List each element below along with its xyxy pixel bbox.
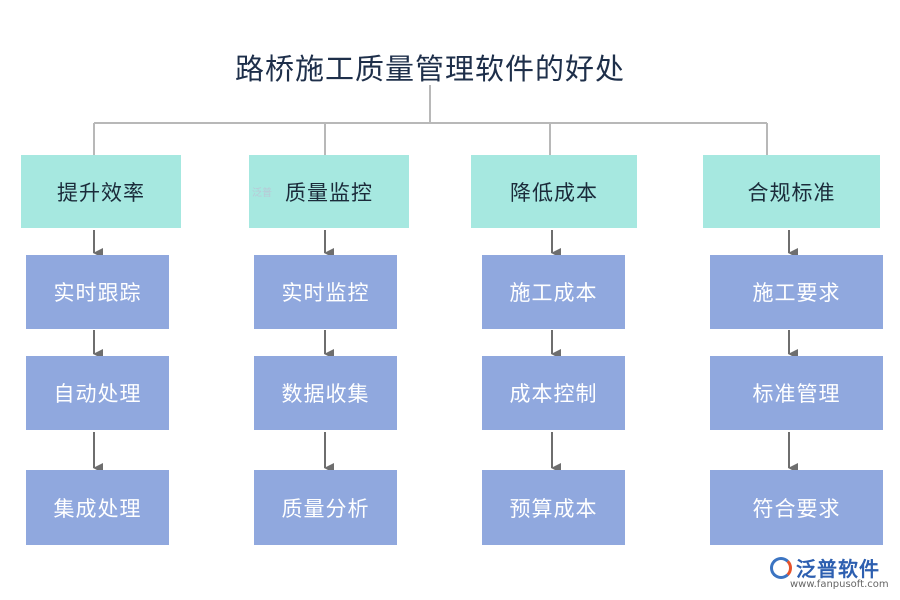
item-box-cost-control: 成本控制	[482, 356, 625, 430]
logo-name: 泛普软件	[796, 557, 880, 581]
item-box-auto-processing: 自动处理	[26, 356, 169, 430]
item-box-construction-cost: 施工成本	[482, 255, 625, 329]
brand-logo: 泛普软件	[770, 553, 880, 582]
watermark: 泛普	[252, 188, 272, 199]
header-box-quality-monitoring: 质量监控	[249, 155, 409, 228]
logo-url: www.fanpusoft.com	[790, 579, 889, 590]
item-box-realtime-monitoring: 实时监控	[254, 255, 397, 329]
item-box-data-collection: 数据收集	[254, 356, 397, 430]
logo-icon	[770, 556, 792, 579]
item-box-realtime-tracking: 实时跟踪	[26, 255, 169, 329]
header-box-efficiency: 提升效率	[21, 155, 181, 228]
item-box-meet-requirements: 符合要求	[710, 470, 883, 545]
item-box-standard-management: 标准管理	[710, 356, 883, 430]
diagram-title: 路桥施工质量管理软件的好处	[234, 52, 625, 86]
item-box-budget-cost: 预算成本	[482, 470, 625, 545]
item-box-construction-requirements: 施工要求	[710, 255, 883, 329]
header-box-cost-reduction: 降低成本	[471, 155, 637, 228]
item-box-quality-analysis: 质量分析	[254, 470, 397, 545]
header-box-compliance: 合规标准	[703, 155, 880, 228]
item-box-integrated-processing: 集成处理	[26, 470, 169, 545]
